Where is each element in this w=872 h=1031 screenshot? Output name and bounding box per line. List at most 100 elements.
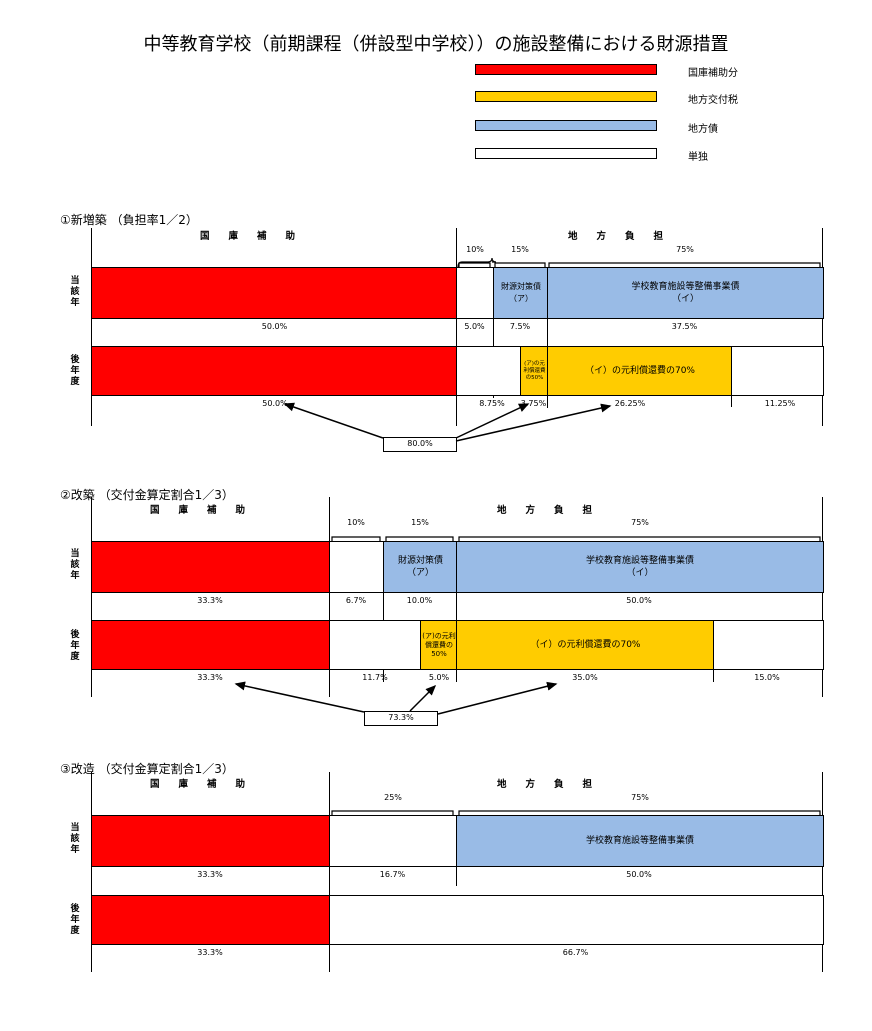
section-title: ①新増築 （負担率1／2） (60, 213, 198, 227)
value-label: 8.75% (479, 399, 505, 408)
row-label-current: 当該年 (70, 276, 80, 308)
segment-own (329, 815, 458, 867)
bracket-label: 75% (676, 245, 694, 254)
segment-own (329, 541, 385, 593)
legend-label-own: 単独 (688, 152, 708, 163)
axis-line (822, 497, 823, 697)
value-label: 7.5% (509, 322, 531, 331)
bond-b-label: 学校教育施設等整備事業債 （イ） (585, 556, 694, 578)
bracket-label: 10% (466, 245, 484, 254)
value-label: 26.25% (614, 399, 646, 408)
total-box: 73.3% (364, 711, 438, 726)
tax-b-label: （イ）の元利償還費の70% (584, 366, 695, 376)
axis-line (91, 772, 92, 972)
segment-own (713, 620, 824, 670)
segment-national (91, 815, 331, 867)
value-label: 16.7% (379, 870, 406, 879)
national-header: 国 庫 補 助 (200, 231, 296, 242)
segment-own (456, 267, 495, 319)
legend-swatch-own (475, 148, 657, 159)
row-label-current: 当該年 (70, 549, 80, 581)
segment-bond-a: 財源対策債 （ア） (493, 267, 549, 319)
segment-bond-b: 学校教育施設等整備事業債 （イ） (456, 541, 824, 593)
total-box: 80.0% (383, 437, 457, 452)
local-header: 地 方 負 担 (568, 231, 664, 242)
axis-line (822, 228, 823, 426)
segment-own (731, 346, 824, 396)
tax-b-label: （イ）の元利償還費の70% (530, 640, 641, 650)
bond-b-label: 学校教育施設等整備事業債 （イ） (631, 282, 740, 304)
legend-label-national: 国庫補助分 (688, 68, 738, 79)
divider-line (731, 395, 732, 407)
segment-bond-b: 学校教育施設等整備事業債 （イ） (547, 267, 824, 319)
divider-line (713, 670, 714, 682)
axis-line (822, 772, 823, 972)
bracket-label: 10% (347, 518, 365, 527)
bond-a-label: 財源対策債 （ア） (397, 556, 443, 578)
legend-swatch-national (475, 64, 657, 75)
value-label: 33.3% (197, 870, 223, 879)
value-label: 10.0% (406, 596, 433, 605)
segment-tax-b: （イ）の元利償還費の70% (456, 620, 715, 670)
segment-national (91, 541, 331, 593)
segment-own (329, 895, 824, 945)
page-title: 中等教育学校（前期課程（併設型中学校））の施設整備における財源措置 (143, 34, 729, 55)
segment-tax-b: （イ）の元利償還費の70% (547, 346, 733, 396)
value-label: 50.0% (626, 596, 652, 605)
segment-national (91, 346, 458, 396)
axis-line (91, 228, 92, 426)
legend-label-bond: 地方債 (688, 124, 718, 135)
legend-swatch-tax (475, 91, 657, 102)
bracket-label: 15% (411, 518, 429, 527)
legend-label-tax: 地方交付税 (688, 95, 738, 106)
segment-bond-a: 財源対策債 （ア） (383, 541, 458, 593)
value-label: 33.3% (197, 948, 223, 957)
row-label-later: 後年度 (70, 630, 80, 662)
row-label-current: 当該年 (70, 823, 80, 855)
value-label: 3.75% (520, 399, 547, 408)
value-label: 11.25% (764, 399, 796, 408)
bracket-label: 15% (511, 245, 529, 254)
value-label: 33.3% (197, 596, 223, 605)
value-label: 50.0% (261, 322, 288, 331)
local-header: 地 方 負 担 (497, 505, 593, 516)
segment-national (91, 620, 331, 670)
bond-b-label: 学校教育施設等整備事業債 (585, 836, 694, 846)
value-label: 66.7% (562, 948, 589, 957)
value-label: 37.5% (671, 322, 698, 331)
value-label: 5.0% (428, 673, 450, 682)
axis-line (329, 772, 330, 972)
value-label: 33.3% (197, 673, 223, 682)
bracket-label: 25% (384, 793, 402, 802)
section-title: ③改造 （交付金算定割合1／3） (60, 762, 234, 776)
national-header: 国 庫 補 助 (150, 779, 246, 790)
axis-line (456, 228, 457, 426)
value-label: 50.0% (626, 870, 652, 879)
value-label: 5.0% (464, 322, 485, 331)
tax-a-label: (ア)の元利償還費の50% (523, 360, 546, 381)
segment-tax-a: (ア)の元利償還費の50% (420, 620, 458, 670)
segment-bond-b: 学校教育施設等整備事業債 (456, 815, 824, 867)
bracket-label: 75% (631, 518, 649, 527)
bracket-label: 75% (631, 793, 649, 802)
segment-national (91, 895, 331, 945)
axis-line (91, 497, 92, 697)
segment-own (456, 346, 522, 396)
axis-line (329, 497, 330, 697)
segment-own (329, 620, 422, 670)
row-label-later: 後年度 (70, 355, 80, 387)
value-label: 50.0% (262, 399, 288, 408)
segment-national (91, 267, 458, 319)
value-label: 6.7% (345, 596, 367, 605)
section-title: ②改築 （交付金算定割合1／3） (60, 488, 234, 502)
row-label-later: 後年度 (70, 904, 80, 936)
value-label: 11.7% (362, 673, 388, 682)
tax-a-label: (ア)の元利償還費の50% (422, 631, 456, 658)
segment-tax-a: (ア)の元利償還費の50% (520, 346, 549, 396)
legend-swatch-bond (475, 120, 657, 131)
